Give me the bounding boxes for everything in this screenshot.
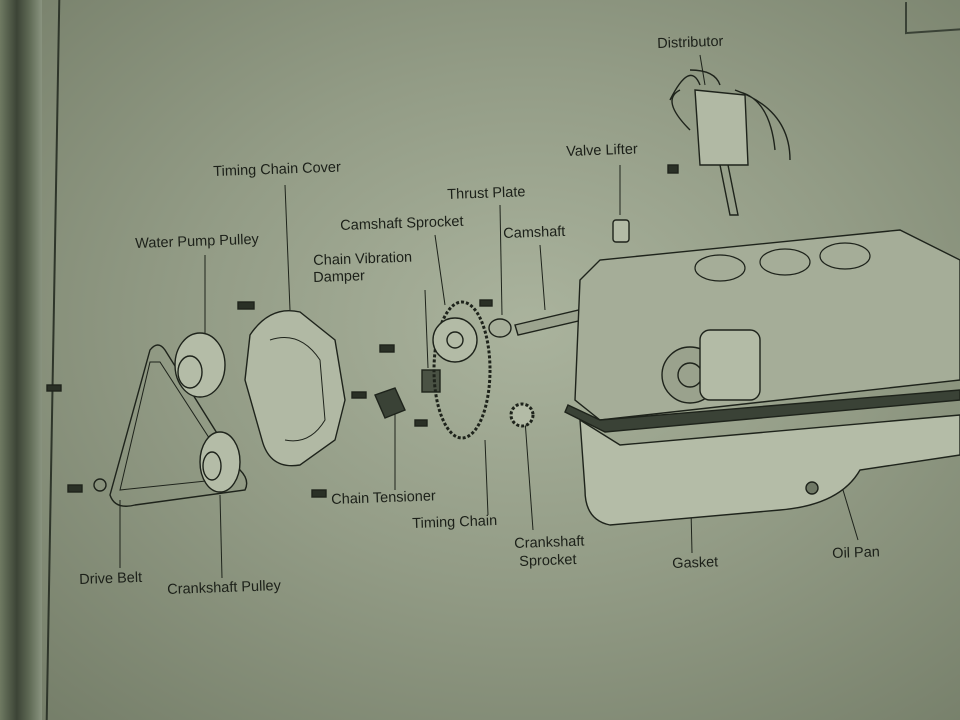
timing-chain-shape <box>432 300 492 440</box>
label-drive-belt: Drive Belt <box>79 569 143 588</box>
label-camshaft: Camshaft <box>503 223 566 242</box>
label-timing-chain: Timing Chain <box>412 513 498 532</box>
drive-belt-shape <box>109 344 248 507</box>
label-chain-vibration-damper-line1: Chain Vibration <box>313 249 413 269</box>
label-gasket: Gasket <box>672 554 719 572</box>
bolts <box>46 164 679 498</box>
label-oil-pan: Oil Pan <box>832 544 881 562</box>
label-chain-vibration-damper-line2: Damper <box>313 268 366 286</box>
timing-chain-cover-shape <box>244 310 346 467</box>
engine-block-shape <box>574 229 960 421</box>
label-thrust-plate: Thrust Plate <box>447 184 526 203</box>
oil-pan-shape <box>579 414 960 526</box>
label-chain-tensioner: Chain Tensioner <box>331 488 437 508</box>
gasket-shape <box>564 389 960 433</box>
label-crankshaft-sprocket-line1: Crankshaft <box>514 533 585 552</box>
leader-lines <box>119 54 859 579</box>
label-crankshaft-sprocket-line2: Sprocket <box>519 552 577 570</box>
distributor-shape <box>669 69 791 216</box>
label-valve-lifter: Valve Lifter <box>566 141 638 160</box>
book-spine <box>0 0 42 720</box>
label-distributor: Distributor <box>657 33 724 52</box>
